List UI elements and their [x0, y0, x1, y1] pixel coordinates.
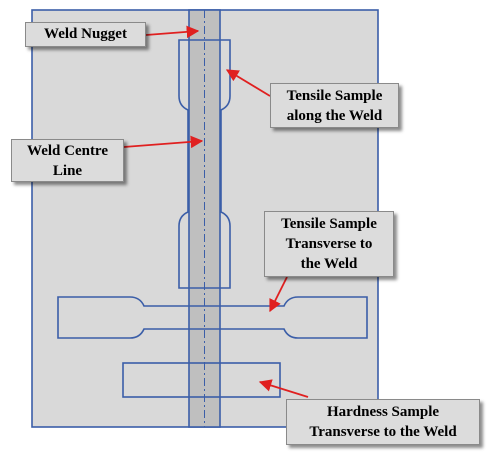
callout-hardness-line2: Transverse to the Weld	[309, 424, 457, 440]
arrow-hardness	[258, 379, 309, 398]
callout-tensile-transverse-line3: the Weld	[300, 256, 358, 272]
callout-weld-centre-line1: Weld Centre	[27, 143, 108, 159]
tensile-sample-along-weld	[178, 39, 231, 289]
callout-weld-centre-line2: Line	[52, 163, 83, 179]
arrow-tensile-transverse	[269, 276, 288, 313]
callout-hardness-line1: Hardness Sample	[326, 404, 440, 420]
arrow-weld-nugget	[145, 25, 200, 39]
callout-weld-nugget-text: Weld Nugget	[44, 26, 127, 42]
arrow-tensile-along	[225, 69, 271, 97]
callout-tensile-along-weld: Tensile Sample along the Weld	[270, 83, 399, 128]
callout-tensile-transverse-line2: Transverse to	[285, 236, 373, 252]
callout-weld-nugget: Weld Nugget	[25, 22, 146, 47]
callout-tensile-along-line2: along the Weld	[286, 108, 383, 124]
callout-weld-centre-line: Weld Centre Line	[11, 139, 124, 182]
arrow-weld-centre	[123, 135, 204, 149]
callout-tensile-transverse: Tensile Sample Transverse to the Weld	[264, 211, 394, 277]
callout-tensile-along-line1: Tensile Sample	[286, 88, 383, 104]
hardness-sample	[122, 362, 281, 398]
tensile-sample-transverse-weld	[57, 296, 368, 339]
callout-tensile-transverse-line1: Tensile Sample	[281, 216, 377, 232]
callout-hardness-sample: Hardness Sample Transverse to the Weld	[286, 399, 480, 445]
